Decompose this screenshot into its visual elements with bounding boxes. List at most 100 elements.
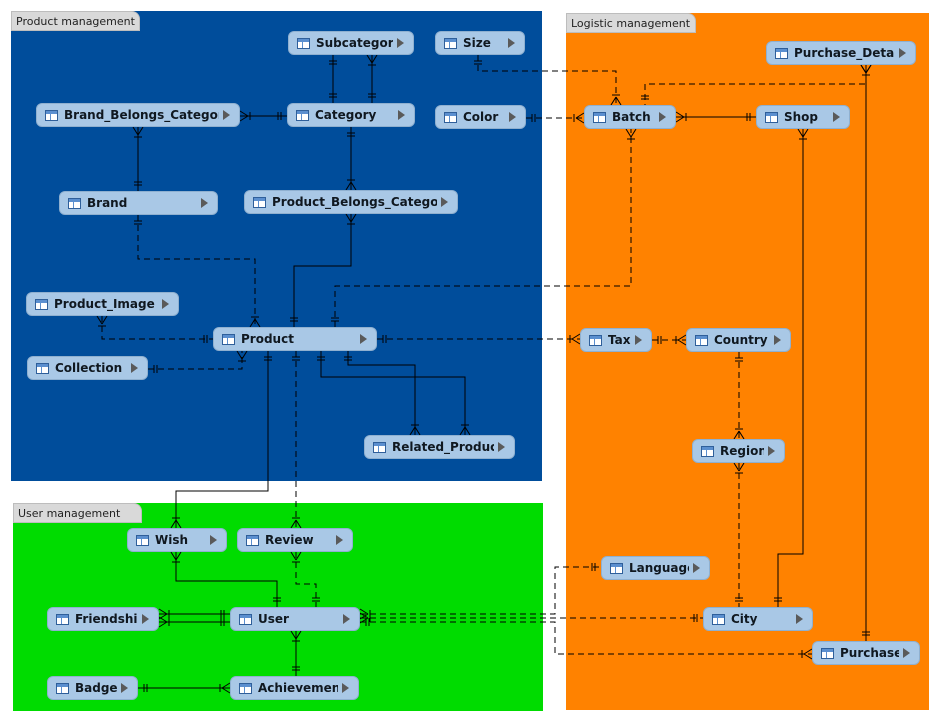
expand-arrow-icon[interactable] (498, 442, 505, 452)
table-name: Related_Product (392, 440, 494, 454)
relationship-batch-shop[interactable] (641, 64, 872, 105)
table-purchase-detail[interactable]: Purchase_Detail (766, 41, 916, 65)
expand-arrow-icon[interactable] (131, 363, 138, 373)
relationship-brand_belongs_category-category[interactable] (239, 110, 287, 122)
expand-arrow-icon[interactable] (223, 110, 230, 120)
table-brand[interactable]: Brand (59, 191, 218, 215)
table-wish[interactable]: Wish (127, 528, 227, 552)
table-name: Friendship (75, 612, 138, 626)
relationship-user-city[interactable] (359, 612, 703, 624)
expand-arrow-icon[interactable] (397, 38, 404, 48)
table-purchase[interactable]: Purchase (812, 641, 920, 665)
table-language[interactable]: Language (601, 556, 710, 580)
relationship-product-tax[interactable] (377, 333, 581, 345)
relationship-friendship-user[interactable] (158, 608, 230, 620)
relationship-category-product_belongs_category[interactable] (345, 127, 357, 191)
relationship-achievement-user[interactable] (290, 630, 302, 676)
expand-arrow-icon[interactable] (342, 683, 349, 693)
table-icon (765, 111, 778, 123)
table-review[interactable]: Review (237, 528, 353, 552)
table-related-product[interactable]: Related_Product (364, 435, 515, 459)
relationship-product-review[interactable] (290, 351, 302, 529)
expand-arrow-icon[interactable] (635, 335, 642, 345)
expand-arrow-icon[interactable] (899, 48, 906, 58)
relationship-wish-user[interactable] (170, 551, 281, 607)
relationship-subcategory-category[interactable] (329, 55, 337, 103)
expand-arrow-icon[interactable] (659, 112, 666, 122)
relationship-product-wish[interactable] (170, 351, 272, 529)
table-friendship[interactable]: Friendship (47, 607, 159, 631)
relationship-tax-country[interactable] (675, 111, 756, 123)
relationship-subcategory-category[interactable] (366, 54, 378, 103)
relationship-purchase_detail-purchase[interactable] (774, 128, 809, 607)
table-name: Tax (608, 333, 631, 347)
expand-arrow-icon[interactable] (693, 563, 700, 573)
expand-arrow-icon[interactable] (336, 535, 343, 545)
relationship-product-related_product[interactable] (344, 351, 421, 436)
relationship-badge-achievement[interactable] (138, 682, 231, 694)
table-color[interactable]: Color (435, 105, 526, 129)
table-icon (695, 334, 708, 346)
table-category[interactable]: Category (287, 103, 415, 127)
table-tax[interactable]: Tax (580, 328, 652, 352)
table-name: Subcategory (316, 36, 393, 50)
relationship-size-batch[interactable] (474, 55, 622, 106)
table-icon (56, 613, 69, 625)
relationship-user-language[interactable] (359, 563, 601, 620)
expand-arrow-icon[interactable] (162, 299, 169, 309)
relationship-purchase_detail-batch[interactable] (860, 64, 872, 641)
table-icon (68, 197, 81, 209)
relationship-region-city[interactable] (733, 352, 745, 440)
relationship-collection-product[interactable] (148, 350, 248, 373)
table-name: Review (265, 533, 314, 547)
relationship-product_belongs_category-product[interactable] (290, 213, 357, 327)
relationship-shop-city[interactable] (733, 462, 745, 607)
table-name: Product (241, 332, 294, 346)
table-brand-belongs-category[interactable]: Brand_Belongs_Category (36, 103, 240, 127)
relationship-product_image-product[interactable] (96, 315, 213, 343)
table-icon (373, 441, 386, 453)
expand-arrow-icon[interactable] (360, 334, 367, 344)
table-city[interactable]: City (703, 607, 813, 631)
expand-arrow-icon[interactable] (796, 614, 803, 624)
expand-arrow-icon[interactable] (121, 683, 128, 693)
relationship-product-related_product[interactable] (317, 351, 471, 436)
expand-arrow-icon[interactable] (903, 648, 910, 658)
expand-arrow-icon[interactable] (509, 112, 516, 122)
expand-arrow-icon[interactable] (142, 614, 149, 624)
table-icon (701, 445, 714, 457)
relationship-brand_belongs_category-brand[interactable] (132, 126, 144, 191)
table-country[interactable]: Country (686, 328, 791, 352)
expand-arrow-icon[interactable] (833, 112, 840, 122)
table-batch[interactable]: Batch (584, 105, 676, 129)
table-name: Batch (612, 110, 651, 124)
table-product[interactable]: Product (213, 327, 377, 351)
table-collection[interactable]: Collection (27, 356, 148, 380)
expand-arrow-icon[interactable] (441, 197, 448, 207)
expand-arrow-icon[interactable] (774, 335, 781, 345)
table-product-image[interactable]: Product_Image (26, 292, 179, 316)
relationship-color-batch[interactable] (526, 112, 585, 124)
relationship-brand-product[interactable] (134, 215, 261, 328)
table-achievement[interactable]: Achievement (230, 676, 359, 700)
table-badge[interactable]: Badge (47, 676, 138, 700)
table-subcategory[interactable]: Subcategory (288, 31, 414, 55)
table-size[interactable]: Size (435, 31, 525, 55)
table-name: Category (315, 108, 377, 122)
relationship-review-user[interactable] (290, 551, 320, 607)
table-user[interactable]: User (230, 607, 360, 631)
table-icon (775, 47, 788, 59)
expand-arrow-icon[interactable] (343, 614, 350, 624)
expand-arrow-icon[interactable] (768, 446, 775, 456)
relationship-friendship-user[interactable] (158, 616, 230, 628)
expand-arrow-icon[interactable] (508, 38, 515, 48)
relationship-user-purchase[interactable] (360, 618, 813, 660)
table-product-belongs-category[interactable]: Product_Belongs_Category (244, 190, 458, 214)
expand-arrow-icon[interactable] (210, 535, 217, 545)
expand-arrow-icon[interactable] (398, 110, 405, 120)
table-shop[interactable]: Shop (756, 105, 850, 129)
relationship-product-batch[interactable] (331, 128, 637, 327)
table-region[interactable]: Region (692, 439, 785, 463)
expand-arrow-icon[interactable] (201, 198, 208, 208)
relationship-country-region[interactable] (652, 334, 687, 346)
